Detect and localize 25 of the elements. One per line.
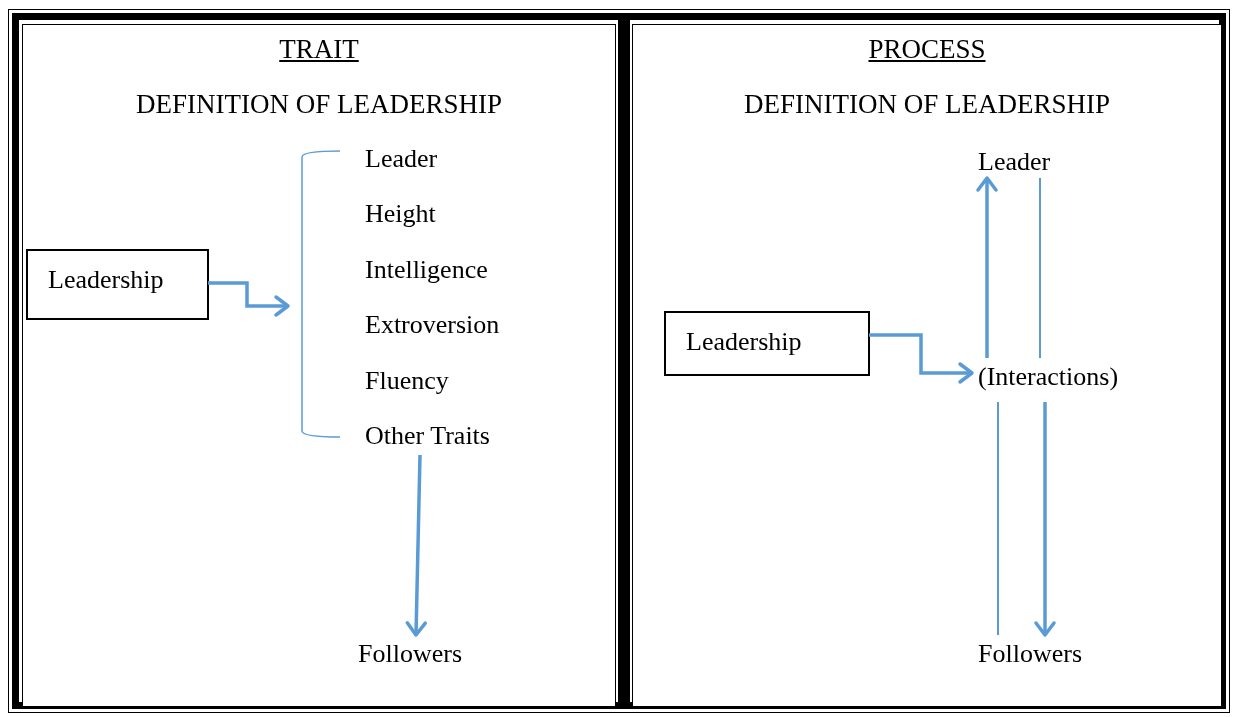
panel-title: PROCESS — [868, 33, 986, 65]
arrow — [1034, 402, 1056, 637]
node-label: Followers — [353, 636, 481, 673]
arrow — [976, 176, 998, 358]
trait-label: Height — [365, 199, 436, 230]
panel-subtitle: DEFINITION OF LEADERSHIP — [136, 88, 502, 120]
panel-title: TRAIT — [279, 33, 359, 65]
node-label: Followers — [973, 636, 1103, 673]
process-box: Leadership — [26, 249, 209, 320]
connector-line — [997, 401, 999, 636]
arrow — [208, 281, 290, 317]
panel-subtitle: DEFINITION OF LEADERSHIP — [744, 88, 1110, 120]
process-box: Leadership — [664, 311, 870, 376]
panel — [632, 24, 1222, 707]
trait-label: Extroversion — [365, 310, 500, 341]
panel — [22, 24, 616, 707]
connector-line — [1039, 177, 1041, 359]
trait-label: Other Traits — [365, 421, 490, 451]
trait-label: Intelligence — [365, 254, 488, 285]
arrow — [405, 454, 427, 637]
node-label: Leader — [973, 144, 1069, 179]
trait-label: Fluency — [365, 365, 449, 396]
node-label: (Interactions) — [973, 359, 1149, 403]
trait-label: Leader — [365, 144, 438, 174]
arrow — [869, 333, 974, 384]
